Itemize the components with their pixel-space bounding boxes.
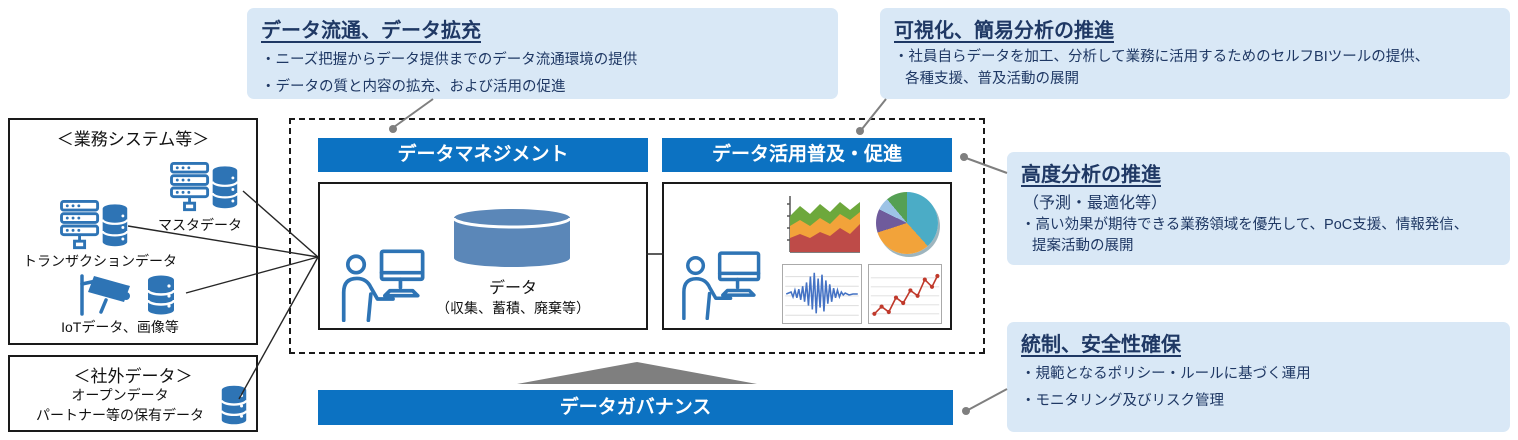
callout-data-distribution-bullet2: ・データの質と内容の拡充、および活用の促進 [261,78,566,95]
data-cylinder-icon [450,206,574,270]
master-data-label: マスタデータ [158,217,242,233]
line-chart-icon [868,264,942,324]
camera-database-icon [72,272,182,316]
internal-systems-title: ＜業務システム等＞ [56,130,210,149]
callout-data-distribution-bullet1: ・ニーズ把握からデータ提供までのデータ流通環境の提供 [261,52,638,68]
callout-visualization-bullet2: 各種支援、普及活動の展開 [905,70,1079,87]
external-data-box: ＜社外データ＞ オープンデータ パートナー等の保有データ [8,355,258,432]
pie-chart-icon [876,192,938,254]
data-cylinder-label: データ （収集、蓄積、廃棄等） [428,274,598,318]
callout-control-security-bullet1: ・規範となるポリシー・ルールに基づく運用 [1021,366,1311,382]
stacked-area-chart-icon [782,194,862,256]
data-label-main: データ [488,280,537,297]
callout-data-distribution-title: データ流通、データ拡充 [261,20,481,42]
governance-triangle [517,362,757,384]
partner-data-label: パートナー等の保有データ [36,407,204,423]
server-database-icon [50,200,138,252]
callout-control-security-bullet2: ・モニタリング及びリスク管理 [1021,392,1224,409]
open-data-label: オープンデータ [71,387,169,403]
callout-visualization-title: 可視化、簡易分析の推進 [894,20,1114,42]
data-governance-bar: データガバナンス [318,390,953,425]
callout-control-security-title: 統制、安全性確保 [1021,334,1181,356]
data-utilization-header: データ活用普及・促進 [662,138,952,172]
database-icon [218,383,250,427]
data-label-sub: （収集、蓄積、廃棄等） [436,300,590,316]
callout-advanced-analytics: 高度分析の推進 （予測・最適化等） ・高い効果が期待できる業務領域を優先して、P… [1007,152,1510,265]
data-utilization-box [662,182,952,330]
callout-advanced-analytics-bullet1: ・高い効果が期待できる業務領域を優先して、PoC支援、情報発信、 [1021,217,1469,233]
callout-visualization-bullet1: ・社員自らデータを加工、分析して業務に活用するためのセルフBIツールの提供、 [894,49,1430,65]
waveform-chart-icon [782,264,862,324]
transaction-data-label: トランザクションデータ [23,253,177,269]
internal-systems-box: ＜業務システム等＞ [8,118,258,345]
callout-advanced-analytics-bullet2: 提案活動の展開 [1032,238,1134,255]
callout-visualization: 可視化、簡易分析の推進 ・社員自らデータを加工、分析して業務に活用するためのセル… [880,8,1510,99]
data-management-box: データ （収集、蓄積、廃棄等） [318,182,648,330]
callout-advanced-analytics-title: 高度分析の推進 [1021,164,1161,186]
external-data-title: ＜社外データ＞ [73,367,193,386]
server-database-icon [160,162,248,214]
callout-control-security: 統制、安全性確保 ・規範となるポリシー・ルールに基づく運用 ・モニタリング及びリ… [1007,322,1510,432]
person-at-computer-icon [678,250,766,321]
iot-data-label: IoTデータ、画像等 [61,319,179,335]
callout-advanced-analytics-subtitle: （予測・最適化等） [1023,195,1168,212]
data-management-header: データマネジメント [318,138,648,172]
person-at-computer-icon [338,248,430,323]
callout-data-distribution: データ流通、データ拡充 ・ニーズ把握からデータ提供までのデータ流通環境の提供 ・… [247,8,838,99]
